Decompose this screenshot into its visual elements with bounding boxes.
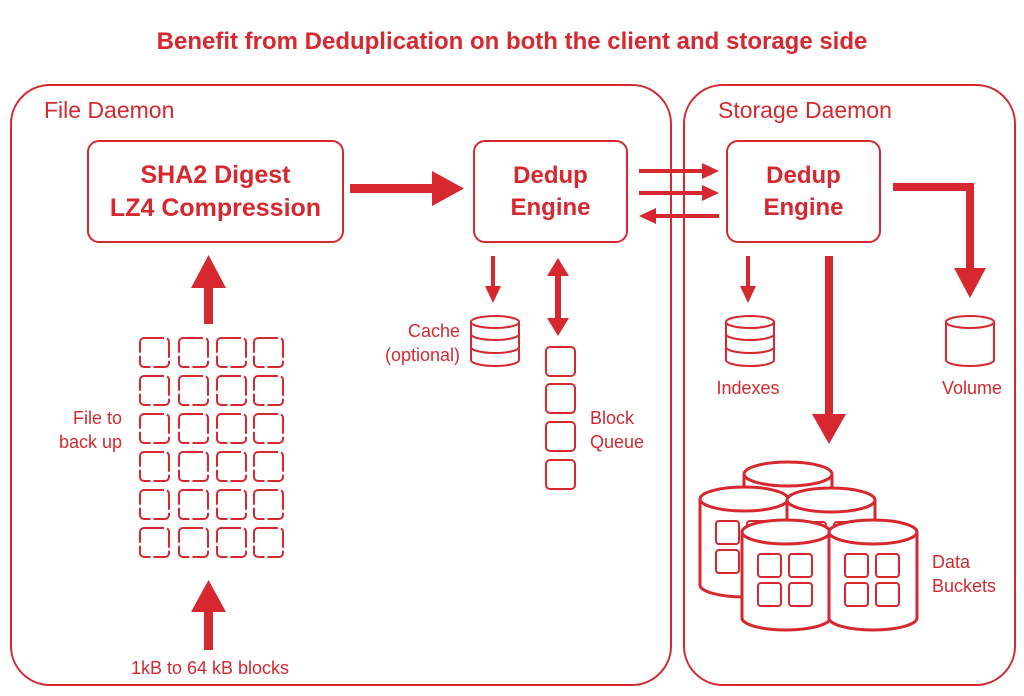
diagram-title: Benefit from Deduplication on both the c… (156, 28, 868, 55)
buckets-label-line2: Buckets (932, 576, 997, 597)
blocks-size-label: 1kB to 64 kB blocks (130, 658, 290, 678)
client-engine-text: Engine (510, 193, 591, 221)
client-dedup-engine-box: Dedup Engine (473, 140, 628, 243)
queue-label-line1: Block (590, 408, 635, 428)
cache-label: Cache (optional) (360, 319, 460, 368)
cache-label-line1: Cache (407, 321, 460, 341)
lz4-compression-text: LZ4 Compression (109, 193, 322, 222)
data-buckets-label: Data Buckets (932, 550, 996, 599)
storage-engine-text: Engine (763, 193, 844, 221)
sha2-digest-text: SHA2 Digest (140, 161, 291, 189)
buckets-label-line1: Data (932, 552, 971, 572)
file-label-line1: File to (72, 408, 122, 428)
storage-daemon-label: Storage Daemon (718, 97, 892, 123)
storage-dedup-engine-box: Dedup Engine (726, 140, 881, 243)
storage-daemon-panel (683, 84, 1016, 686)
indexes-label: Indexes (716, 378, 780, 398)
sha2-lz4-box: SHA2 Digest LZ4 Compression (87, 140, 344, 243)
volume-label: Volume (941, 378, 1003, 398)
file-to-back-up-label: File to back up (30, 406, 122, 455)
storage-dedup-text: Dedup (766, 162, 841, 190)
client-dedup-text: Dedup (513, 162, 588, 190)
queue-label-line2: Queue (590, 432, 645, 453)
cache-label-line2: (optional) (384, 345, 460, 366)
block-queue-label: Block Queue (590, 406, 644, 455)
file-daemon-label: File Daemon (44, 97, 175, 123)
file-label-line2: back up (58, 432, 122, 453)
file-daemon-panel (10, 84, 672, 686)
